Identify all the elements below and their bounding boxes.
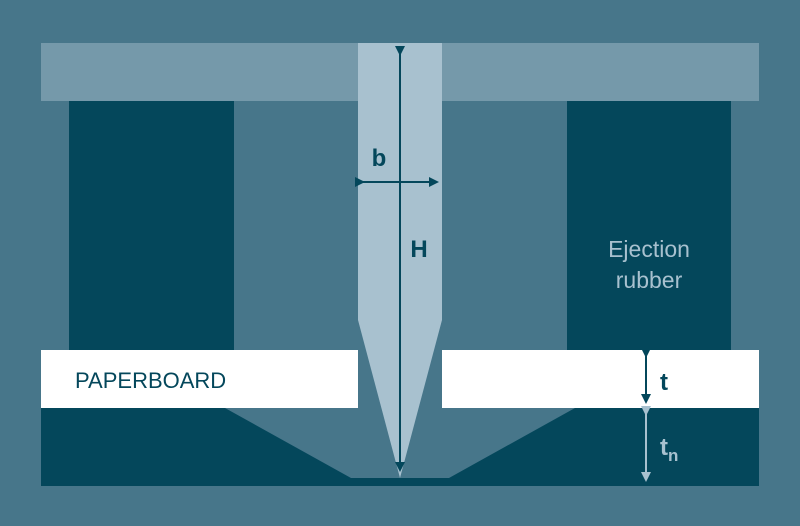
- bottom-thickness-symbol: t: [660, 434, 668, 461]
- ejection-rubber-left: [69, 101, 234, 350]
- thickness-label: t: [660, 369, 668, 396]
- bottom-thickness-label: tn: [660, 434, 678, 465]
- paperboard-left: [41, 350, 358, 408]
- cutting-base: [41, 408, 759, 486]
- width-label: b: [372, 145, 387, 172]
- height-label: H: [410, 236, 427, 263]
- ejection-rubber-label-line1: Ejection: [608, 236, 690, 262]
- paperboard-label: PAPERBOARD: [75, 368, 226, 393]
- bottom-thickness-subscript: n: [668, 446, 678, 465]
- paperboard-right: [442, 350, 759, 408]
- ejection-rubber-label-line2: rubber: [616, 267, 683, 293]
- ejection-rubber-right: [567, 101, 731, 350]
